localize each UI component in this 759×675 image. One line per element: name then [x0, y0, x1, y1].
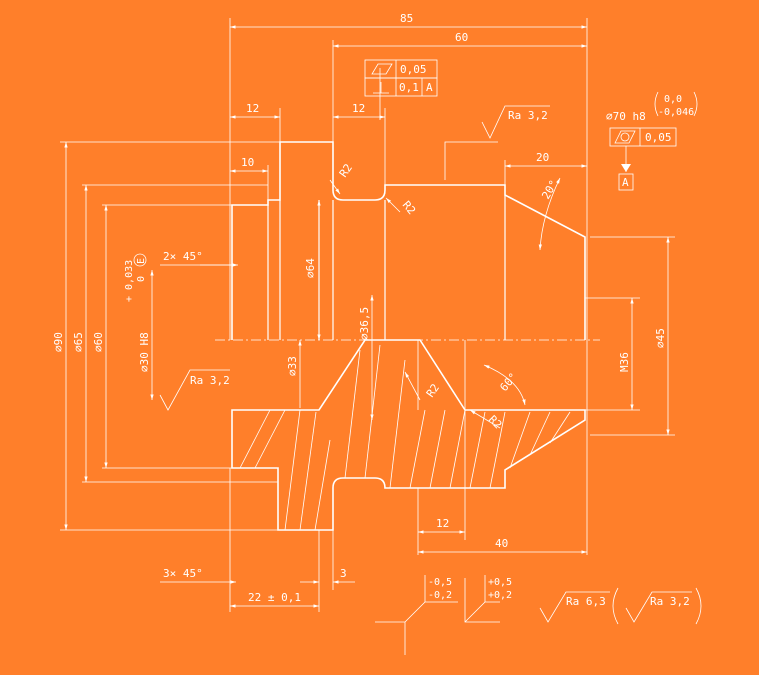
diameter-70-callout: ⌀70 h8 0,0 -0,046 0,05 A — [606, 91, 698, 191]
dim-m36-text: M36 — [618, 352, 631, 372]
dim-40-text: 40 — [495, 537, 508, 550]
legend-plus-bot: +0,2 — [488, 590, 512, 601]
dim-dia65-text: ⌀65 — [72, 332, 85, 352]
roughness-top: Ra 3,2 — [444, 105, 550, 180]
legend-minus-bot: -0,2 — [428, 590, 452, 601]
dimension-3: 3 — [300, 530, 355, 590]
chamfer-3-text: 3× 45° — [163, 567, 203, 580]
part-section — [231, 339, 586, 531]
dim-dia36-text: ⌀36,5 — [358, 307, 371, 340]
dimension-10: 10 — [230, 156, 269, 205]
dimension-dia33: ⌀33 — [286, 340, 302, 408]
ra-general-text: Ra 6,3 — [566, 595, 606, 608]
legend-plus-corner: +0,5 +0,2 — [464, 575, 512, 623]
dimension-12-mid: 12 — [333, 102, 386, 185]
chamfer-3x45: 3× 45° — [160, 567, 236, 584]
dimension-dia90: ⌀90 — [52, 141, 280, 531]
dimension-dia45: ⌀45 — [590, 236, 675, 436]
hatching — [239, 344, 571, 531]
radius-r2-mid: R2 — [404, 371, 442, 401]
dimension-dia64: ⌀64 — [304, 200, 321, 340]
legend-minus-top: -0,5 — [428, 577, 452, 588]
ra-top-text: Ra 3,2 — [508, 109, 548, 122]
dim-dia30-tol-top: + 0,033 — [124, 260, 135, 302]
dim-dia64-text: ⌀64 — [304, 258, 317, 278]
dimension-22: 22 ± 0,1 — [229, 468, 320, 612]
dimension-m36: M36 — [585, 297, 640, 411]
dim-dia60-text: ⌀60 — [92, 332, 105, 352]
dim-12b-text: 12 — [352, 102, 365, 115]
dim-dia70-text: ⌀70 h8 — [606, 110, 646, 123]
general-roughness: Ra 6,3 Ra 3,2 — [539, 587, 702, 625]
part-outline — [231, 141, 586, 410]
datum-label: A — [622, 176, 629, 189]
dimension-dia60: ⌀60 — [92, 204, 232, 469]
dim-10-text: 10 — [241, 156, 254, 169]
r2a-text: R2 — [337, 161, 355, 179]
ra-paren-text: Ra 3,2 — [650, 595, 690, 608]
dimension-12-bottom: 12 — [417, 410, 466, 555]
dim-12c-text: 12 — [436, 517, 449, 530]
radius-r2-top-left: R2 — [329, 161, 355, 195]
flatness-value: 0,05 — [400, 63, 427, 76]
dim-22-text: 22 ± 0,1 — [248, 591, 301, 604]
dim-12a-text: 12 — [246, 102, 259, 115]
perp-value: 0,1 — [399, 81, 419, 94]
dimension-dia30: ⌀30 H8 + 0,033 0 E — [124, 253, 154, 400]
cylindricity-icon — [614, 130, 636, 144]
envelope-icon — [133, 253, 147, 267]
dimension-40: 40 — [418, 537, 587, 554]
flatness-icon — [371, 63, 393, 75]
dim-dia70-tol-top: 0,0 — [664, 94, 682, 105]
ra-left-text: Ra 3,2 — [190, 374, 230, 387]
dim-3-text: 3 — [340, 567, 347, 580]
cyl-value: 0,05 — [645, 131, 672, 144]
tolerance-frame-top: 0,05 0,1 A — [364, 59, 438, 120]
chamfer-2x45: 2× 45° — [160, 250, 238, 267]
legend-plus-top: +0,5 — [488, 577, 512, 588]
dim-60-text: 60 — [455, 31, 468, 44]
dim-dia30-text: ⌀30 H8 — [138, 332, 151, 372]
roughness-left: Ra 3,2 — [159, 369, 230, 411]
dim-dia70-tol-bot: -0,046 — [658, 107, 694, 118]
dim-dia90-text: ⌀90 — [52, 332, 65, 352]
dimension-12-left: 12 — [230, 102, 281, 142]
perp-datum: A — [426, 81, 433, 94]
dim-20-text: 20 — [536, 151, 549, 164]
dim-dia45-text: ⌀45 — [654, 328, 667, 348]
legend-minus-corner: -0,5 -0,2 — [375, 575, 458, 655]
dim-85-text: 85 — [400, 12, 413, 25]
perpendicular-icon — [373, 82, 389, 94]
dimension-85: 85 — [229, 12, 588, 555]
chamfer-2-text: 2× 45° — [163, 250, 203, 263]
r2c-text: R2 — [424, 381, 442, 399]
dimension-dia65: ⌀65 — [72, 184, 278, 483]
dimension-20: 20 — [504, 151, 587, 185]
dimension-60: 60 — [332, 31, 587, 142]
dim-dia33-text: ⌀33 — [286, 356, 299, 376]
dimension-dia36-5: ⌀36,5 — [358, 295, 374, 420]
envelope-text: E — [136, 258, 147, 264]
dim-dia30-tol-bot: 0 — [136, 276, 147, 282]
